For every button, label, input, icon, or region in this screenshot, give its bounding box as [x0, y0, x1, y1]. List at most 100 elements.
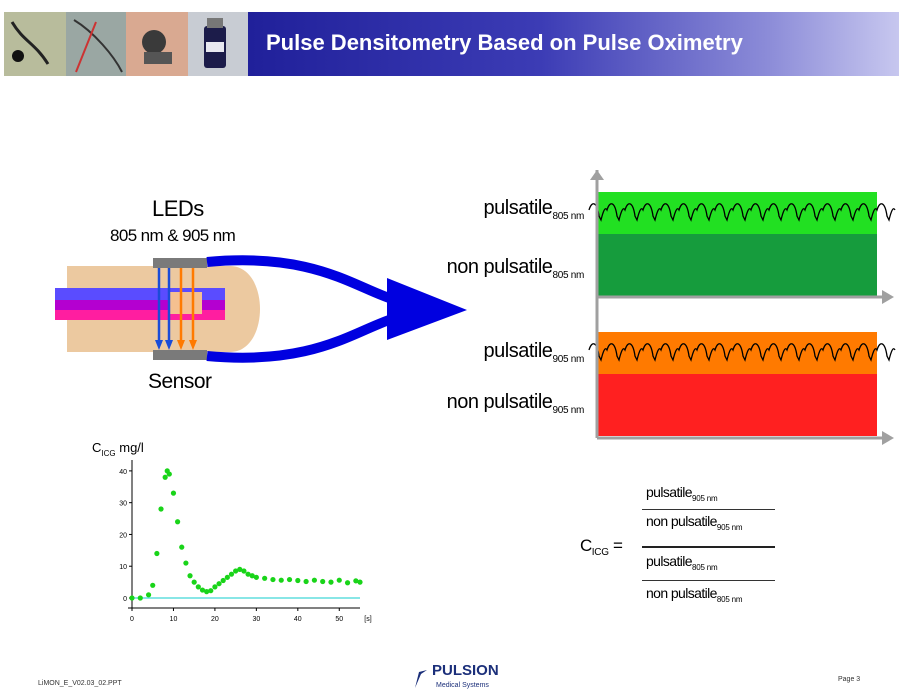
header-bar	[248, 12, 899, 76]
data-point	[253, 574, 259, 580]
data-point	[278, 577, 284, 583]
data-point	[158, 506, 164, 512]
x-axis-label: [s]	[364, 616, 371, 623]
non-pulsatile-805-band	[597, 234, 877, 296]
pulsatile-805-band	[597, 192, 877, 234]
y-tick-label: 20	[119, 532, 127, 539]
arrow-head	[387, 278, 467, 340]
data-point	[336, 577, 342, 583]
formula-lhs: CICG =	[580, 536, 623, 558]
formula-term-subscript: 805 nm	[716, 595, 743, 604]
data-point	[150, 582, 156, 588]
y-tick-label: 0	[123, 596, 127, 603]
signal-arrow-upper	[206, 255, 397, 305]
x-tick-label: 10	[170, 616, 178, 623]
formula-equals: =	[613, 536, 623, 555]
data-point	[208, 588, 214, 594]
data-point	[353, 578, 359, 584]
fraction-line	[642, 509, 775, 510]
page-title: Pulse Densitometry Based on Pulse Oximet…	[266, 30, 743, 55]
axis-arrowhead	[882, 290, 894, 304]
data-point	[241, 568, 247, 574]
formula-term-base: non pulsatile	[646, 585, 717, 601]
data-point	[262, 575, 268, 581]
data-point	[191, 579, 197, 585]
label-subscript: 805 nm	[552, 211, 584, 222]
signal-arrow-lower	[206, 313, 397, 363]
axis-arrowhead	[882, 431, 894, 445]
pulse-wave-805	[588, 203, 896, 222]
y-tick-label: 40	[119, 469, 127, 476]
pulsion-logo-subtitle: Medical Systems	[436, 682, 489, 689]
data-point	[224, 574, 230, 580]
data-point	[233, 568, 239, 574]
tissue-layer	[55, 300, 225, 310]
label-pulsatile-805: pulsatile805 nm	[484, 197, 585, 222]
data-point	[187, 573, 193, 579]
header-strip: Pulse Densitometry Based on Pulse Oximet…	[0, 6, 899, 76]
light-rays	[155, 268, 197, 350]
data-point	[237, 566, 243, 572]
x-tick-label: 50	[335, 616, 343, 623]
x-tick-label: 40	[294, 616, 302, 623]
data-point	[245, 571, 251, 577]
leds-label: LEDs	[152, 196, 204, 221]
data-point	[216, 581, 222, 587]
data-point	[286, 576, 293, 583]
data-point	[179, 544, 185, 550]
fraction-line	[642, 580, 775, 581]
header-photo-collage	[4, 12, 248, 76]
chart-ylabel: CICG mg/l	[92, 440, 144, 458]
footer-filename: LiMON_E_V02.03_02.PPT	[38, 680, 122, 687]
ylabel-subscript: ICG	[101, 449, 116, 458]
non-pulsatile-905-band	[597, 374, 877, 436]
y-tick-label: 10	[119, 564, 127, 571]
tissue-layer	[55, 310, 225, 320]
data-point	[175, 519, 181, 525]
formula-top-numerator: pulsatile905 nm	[646, 484, 718, 503]
data-point	[220, 577, 226, 584]
data-point	[166, 471, 172, 477]
wavelengths-label: 805 nm & 905 nm	[110, 226, 236, 245]
formula-bottom-denominator: non pulsatile805 nm	[646, 585, 743, 604]
axis-arrowhead	[590, 170, 604, 180]
formula-term-base: pulsatile	[646, 553, 693, 569]
data-point	[195, 584, 201, 590]
data-point	[249, 573, 255, 579]
ylabel-base: C	[92, 440, 102, 455]
data-point	[270, 576, 276, 583]
data-point	[162, 474, 168, 480]
ylabel-unit: mg/l	[119, 440, 144, 455]
data-point	[212, 584, 218, 590]
label-pulsatile-905: pulsatile905 nm	[483, 340, 585, 365]
formula-term-base: non pulsatile	[646, 513, 717, 529]
formula-term-subscript: 805 nm	[691, 563, 718, 572]
data-point	[295, 577, 301, 584]
main-fraction-line	[642, 546, 775, 548]
data-point	[204, 589, 210, 595]
pulse-wave-905	[588, 343, 896, 362]
data-point	[311, 577, 317, 583]
label-base: non pulsatile	[446, 391, 553, 413]
data-point	[154, 550, 160, 557]
label-non-pulsatile-805: non pulsatile805 nm	[446, 256, 585, 281]
formula-lhs-base: C	[580, 536, 592, 555]
label-base: non pulsatile	[446, 256, 553, 278]
page-number: Page 3	[838, 676, 861, 683]
label-subscript: 905 nm	[552, 405, 584, 416]
photodetector	[153, 350, 207, 360]
data-point	[357, 579, 363, 585]
data-point	[170, 490, 177, 496]
led-emitter	[153, 258, 207, 268]
formula-bottom-numerator: pulsatile805 nm	[646, 553, 718, 572]
label-non-pulsatile-905: non pulsatile905 nm	[446, 391, 585, 416]
x-tick-label: 0	[130, 616, 134, 623]
pulsion-logo-name: PULSION	[432, 662, 499, 679]
label-base: pulsatile	[483, 340, 553, 362]
data-point	[145, 592, 152, 598]
formula-lhs-subscript: ICG	[591, 547, 609, 558]
pulsatile-905-band	[597, 332, 877, 374]
finger-sensor-diagram	[55, 255, 467, 363]
formula-term-base: pulsatile	[646, 484, 693, 500]
